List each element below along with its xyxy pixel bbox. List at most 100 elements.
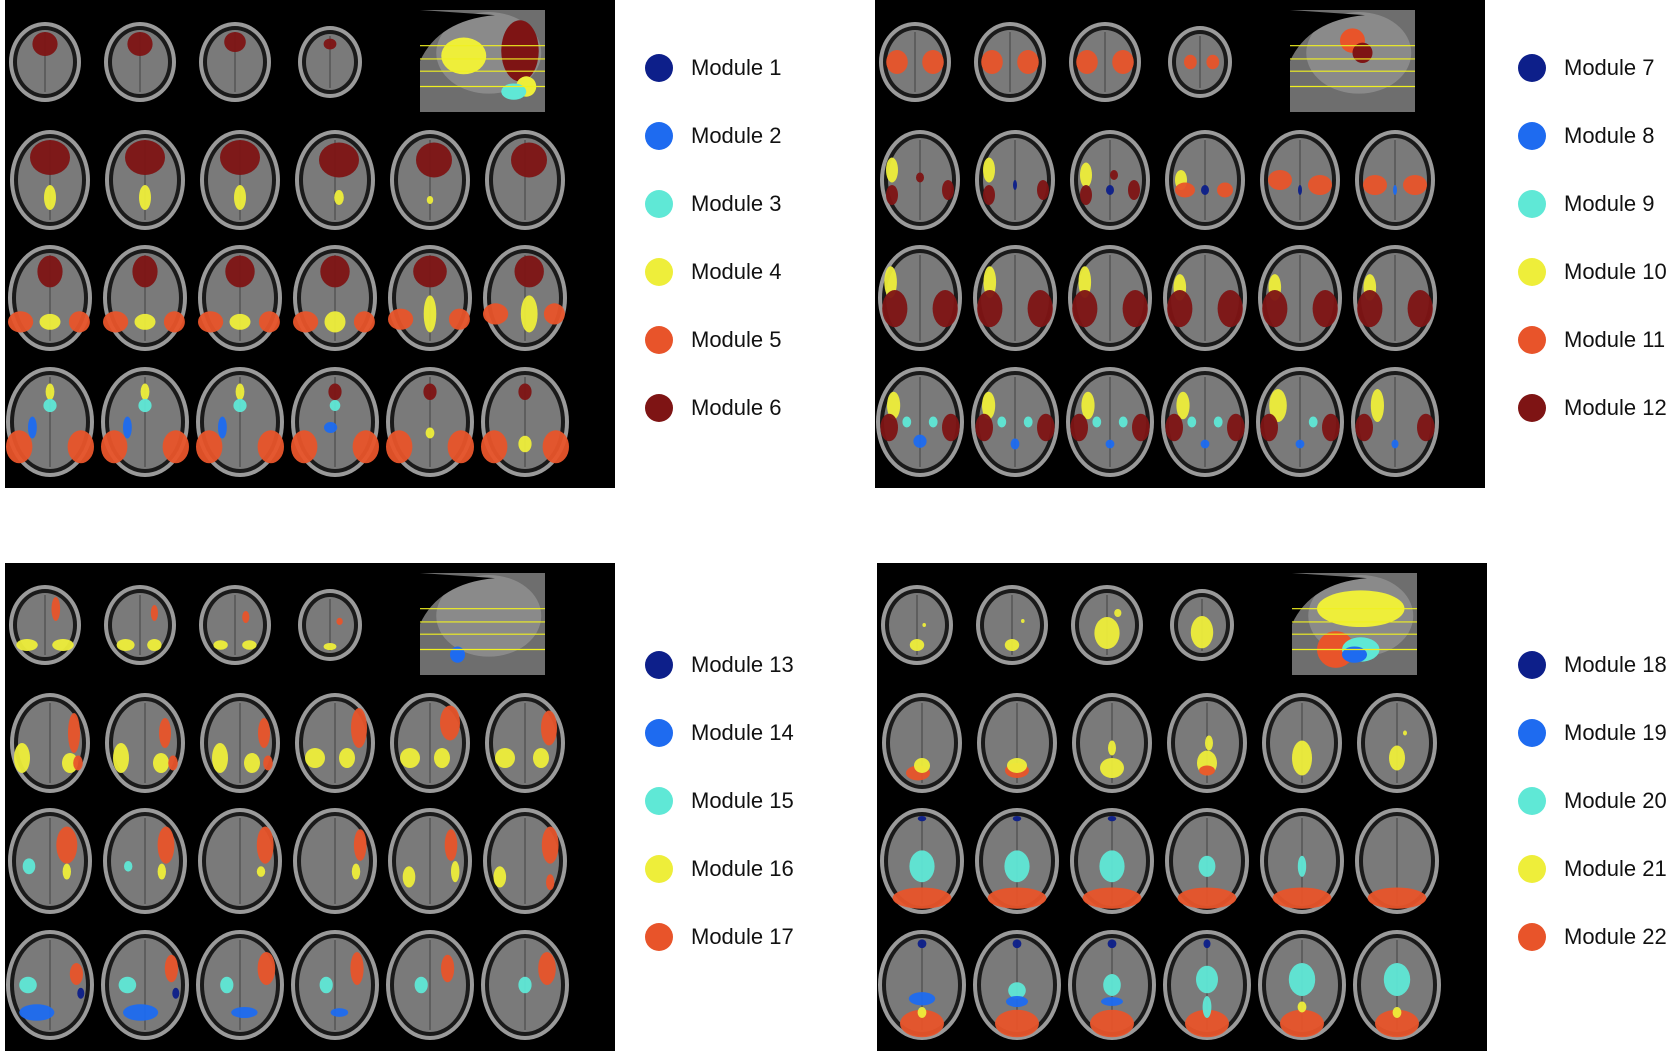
brain-slice — [291, 367, 379, 477]
brain-slice — [200, 693, 280, 793]
brain-slice — [9, 585, 81, 665]
brain-slice — [105, 693, 185, 793]
legend-label: Module 17 — [691, 924, 794, 949]
brain-slice — [481, 930, 569, 1040]
brain-slice — [103, 245, 187, 351]
legend-item: Module 10 — [1518, 252, 1667, 292]
sagittal-slice — [420, 10, 545, 112]
legend-label: Module 7 — [1564, 55, 1655, 80]
brain-slice — [1071, 585, 1143, 665]
legend-label: Module 14 — [691, 720, 794, 745]
brain-slice — [8, 245, 92, 351]
brain-slice — [1353, 245, 1437, 351]
legend-item: Module 20 — [1518, 781, 1667, 821]
brain-slice — [1163, 245, 1247, 351]
legend-label: Module 13 — [691, 652, 794, 677]
legend-item: Module 11 — [1518, 320, 1665, 360]
legend-swatch — [1518, 651, 1546, 679]
brain-slice — [876, 367, 964, 477]
legend-swatch — [645, 923, 673, 951]
brain-slice — [1161, 367, 1249, 477]
legend-label: Module 6 — [691, 395, 782, 420]
brain-slice — [1260, 808, 1344, 914]
brain-slice — [1068, 245, 1152, 351]
brain-panel-modules-18-22 — [877, 563, 1487, 1051]
brain-slice — [8, 808, 92, 914]
sagittal-slice — [420, 573, 545, 675]
legend-item: Module 14 — [645, 713, 794, 753]
legend-swatch — [1518, 787, 1546, 815]
brain-slice — [973, 245, 1057, 351]
legend-label: Module 15 — [691, 788, 794, 813]
brain-slice — [1262, 693, 1342, 793]
brain-slice — [1168, 26, 1232, 98]
brain-slice — [1256, 367, 1344, 477]
brain-slice — [295, 130, 375, 230]
legend-label: Module 10 — [1564, 259, 1667, 284]
brain-slice — [975, 808, 1059, 914]
legend-swatch — [1518, 190, 1546, 218]
brain-slice — [1355, 130, 1435, 230]
brain-slice — [1167, 693, 1247, 793]
legend-swatch — [645, 719, 673, 747]
brain-slices-image — [6, 10, 569, 477]
legend-item: Module 9 — [1518, 184, 1655, 224]
brain-slice — [1068, 930, 1156, 1040]
brain-slice — [196, 367, 284, 477]
brain-slice — [1072, 693, 1152, 793]
brain-slice — [1355, 808, 1439, 914]
brain-slice — [971, 367, 1059, 477]
brain-slice — [198, 245, 282, 351]
brain-slice — [1170, 589, 1234, 661]
brain-slice — [976, 585, 1048, 665]
brain-slice — [298, 26, 362, 98]
legend-swatch — [645, 394, 673, 422]
brain-slice — [1066, 367, 1154, 477]
brain-slice — [1258, 930, 1346, 1040]
brain-slice — [10, 693, 90, 793]
legend-swatch — [645, 190, 673, 218]
brain-slice — [977, 693, 1057, 793]
brain-slice — [881, 585, 953, 665]
brain-slice — [196, 930, 284, 1040]
legend-swatch — [1518, 719, 1546, 747]
legend-swatch — [645, 122, 673, 150]
legend-swatch — [645, 855, 673, 883]
brain-slice — [1163, 930, 1251, 1040]
legend-label: Module 2 — [691, 123, 782, 148]
brain-panel-modules-7-12 — [875, 0, 1485, 488]
brain-slice — [200, 130, 280, 230]
legend-item: Module 16 — [645, 849, 794, 889]
legend-label: Module 5 — [691, 327, 782, 352]
brain-slice — [878, 930, 966, 1040]
brain-slice — [104, 22, 176, 102]
brain-slice — [485, 130, 565, 230]
brain-slice — [105, 130, 185, 230]
legend-label: Module 11 — [1564, 327, 1666, 352]
legend-label: Module 1 — [691, 55, 782, 80]
legend-label: Module 16 — [691, 856, 794, 881]
brain-slice — [1353, 930, 1441, 1040]
legend-item: Module 21 — [1518, 849, 1667, 889]
brain-slice — [386, 367, 474, 477]
brain-slice — [291, 930, 379, 1040]
brain-slice — [483, 808, 567, 914]
legend-label: Module 8 — [1564, 123, 1655, 148]
brain-slices-image — [6, 573, 569, 1040]
brain-slice — [104, 585, 176, 665]
sagittal-slice — [1292, 573, 1417, 675]
brain-slice — [6, 930, 94, 1040]
brain-slice — [390, 130, 470, 230]
legend-item: Module 5 — [645, 320, 782, 360]
brain-slices-image — [878, 573, 1441, 1040]
brain-slice — [878, 245, 962, 351]
legend-item: Module 3 — [645, 184, 782, 224]
legend-item: Module 19 — [1518, 713, 1667, 753]
brain-slice — [975, 130, 1055, 230]
brain-slice — [1165, 808, 1249, 914]
brain-slice — [388, 808, 472, 914]
brain-slice — [9, 22, 81, 102]
brain-slice — [1260, 130, 1340, 230]
brain-slice — [199, 585, 271, 665]
legend-item: Module 4 — [645, 252, 782, 292]
